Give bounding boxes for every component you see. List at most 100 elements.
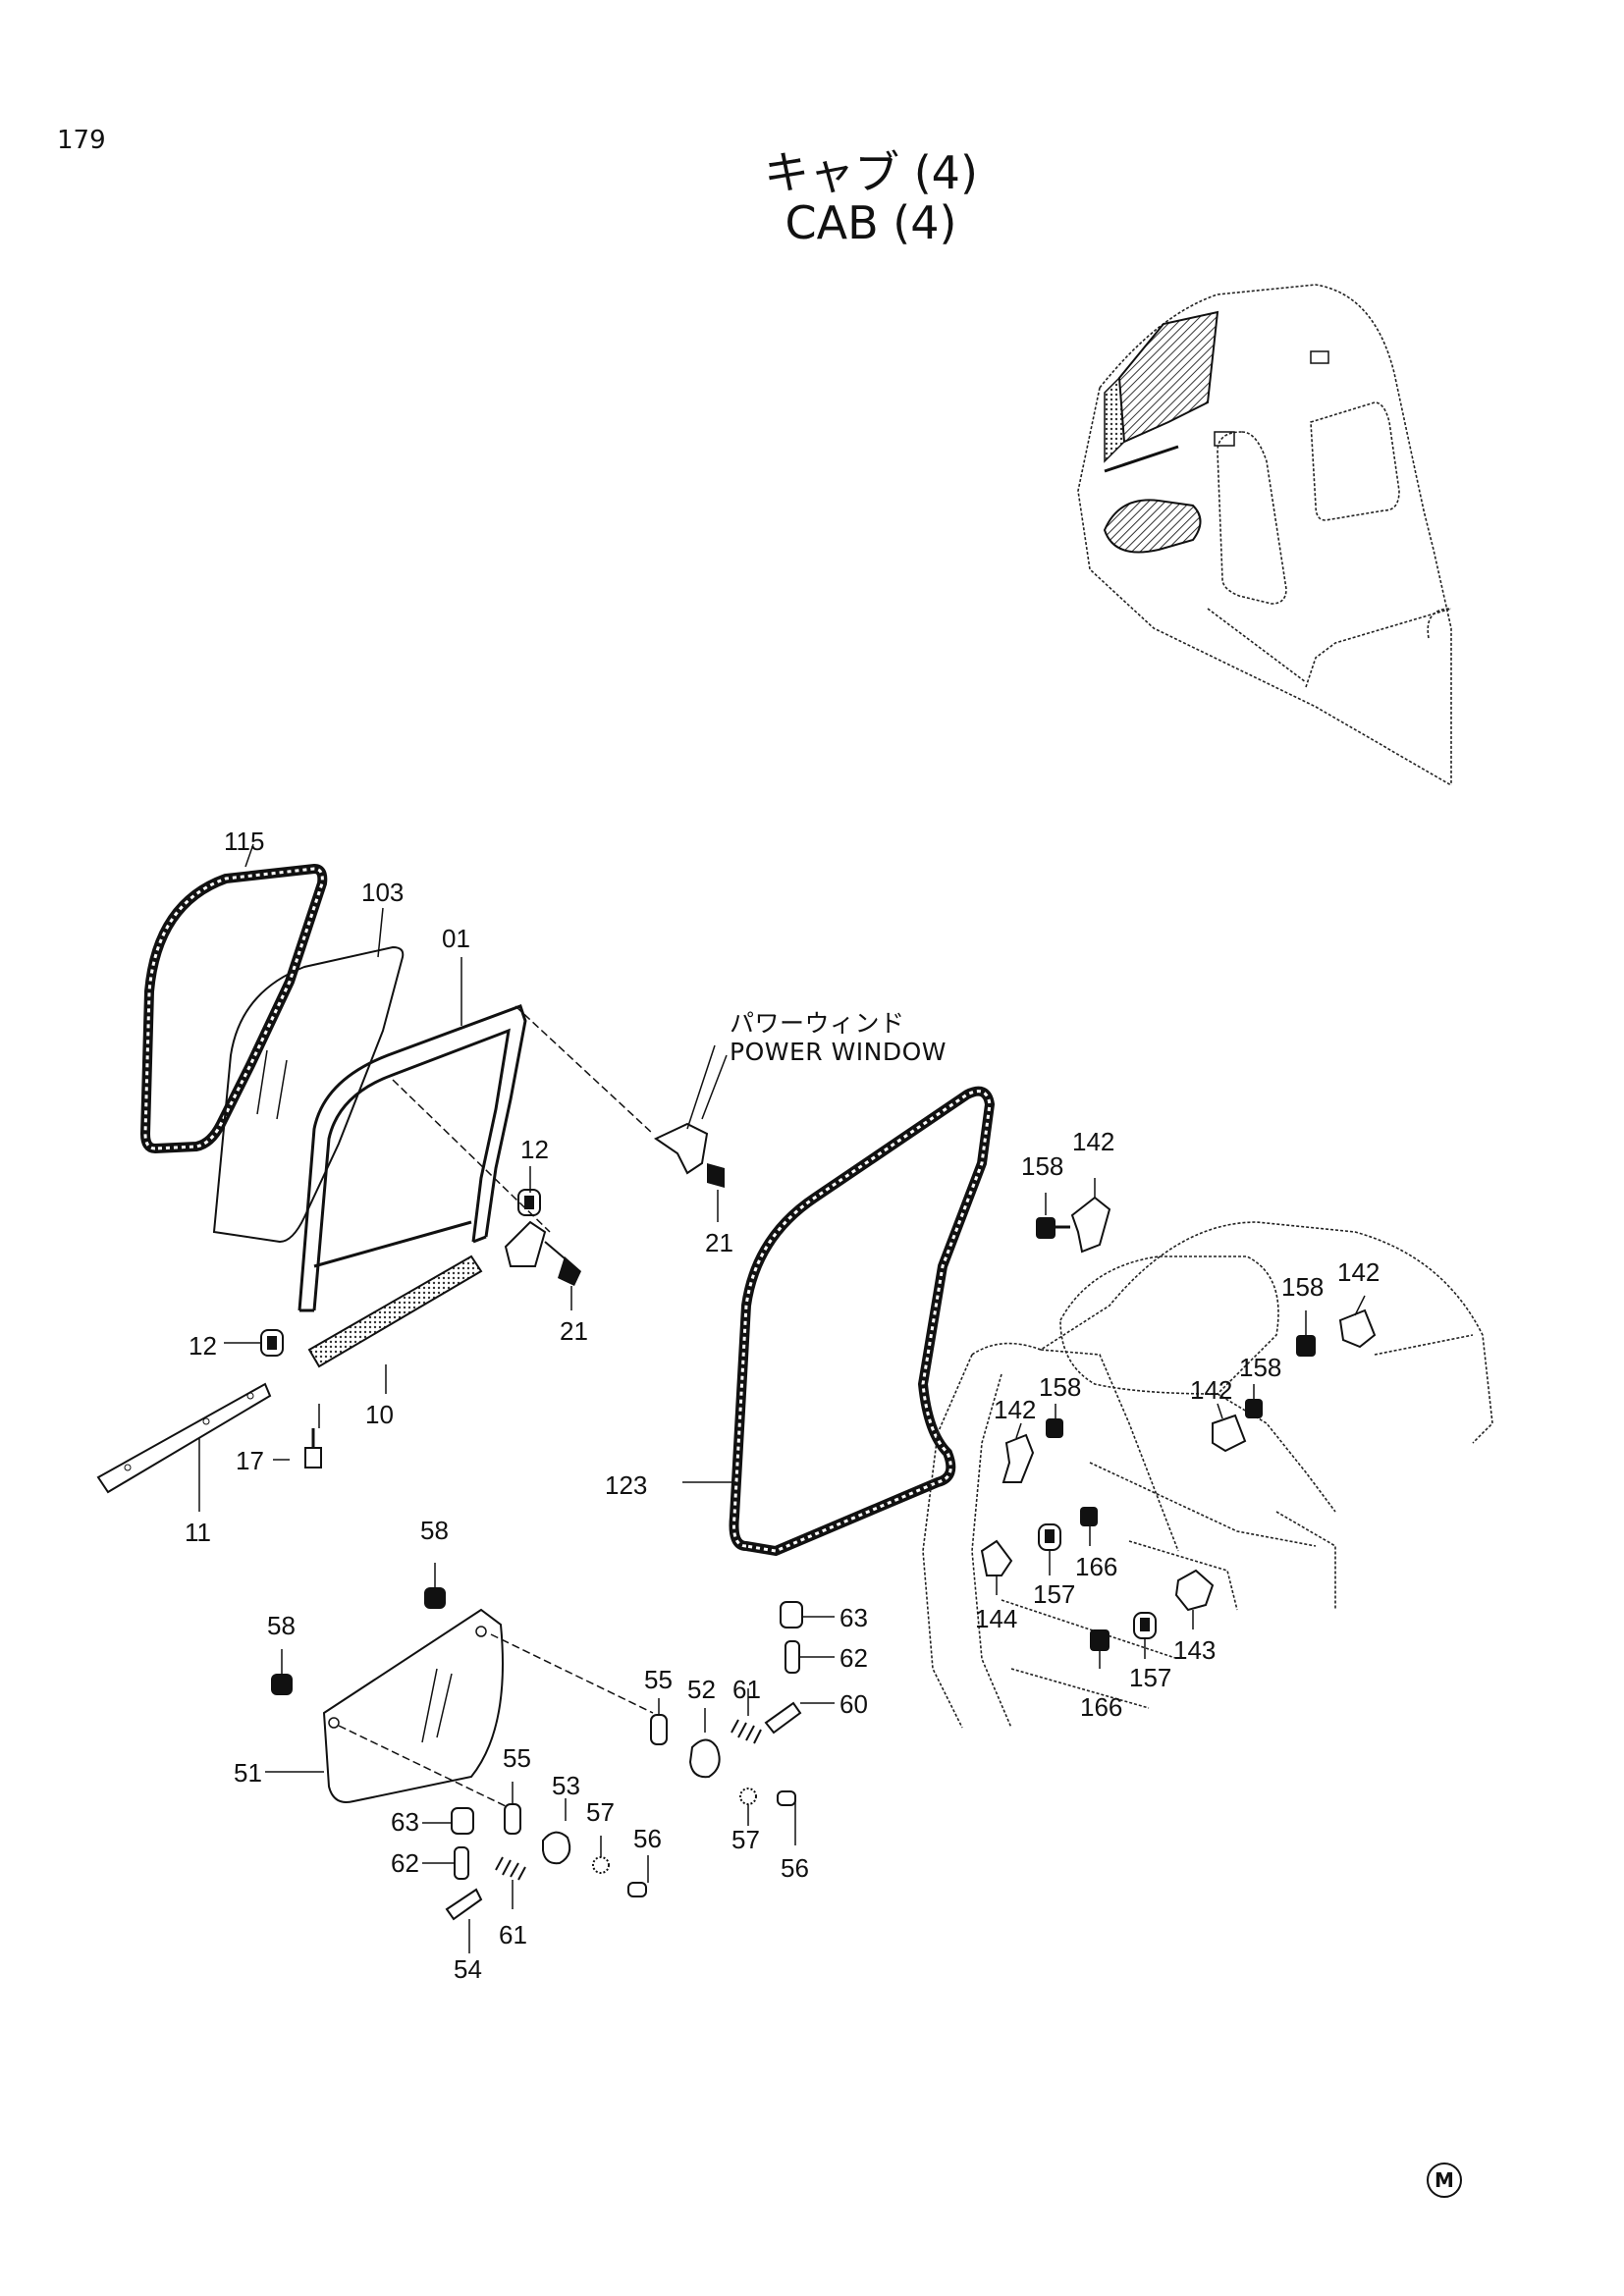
bracket-142-upper xyxy=(1070,1196,1111,1254)
callout-c157b: 157 xyxy=(1129,1663,1171,1692)
callout-c123: 123 xyxy=(605,1470,647,1500)
power-window-label-jp: パワーウィンド xyxy=(730,1009,905,1038)
callout-c166a: 166 xyxy=(1075,1552,1117,1581)
bolt-158-middle xyxy=(1245,1399,1263,1418)
callout-c57b: 57 xyxy=(586,1797,615,1827)
bush-157-right xyxy=(1133,1612,1157,1639)
power-window-label-en: POWER WINDOW xyxy=(730,1038,947,1066)
roller-12-upper xyxy=(517,1189,541,1216)
callout-c10: 10 xyxy=(365,1400,394,1429)
latch-plate-55-upper xyxy=(650,1698,668,1745)
lower-glass-51 xyxy=(322,1608,504,1803)
callout-c158c: 158 xyxy=(1239,1353,1281,1382)
callout-c158b: 158 xyxy=(1281,1272,1324,1302)
latch-plate-55-lower xyxy=(504,1782,521,1835)
callout-c158a: 158 xyxy=(1021,1151,1063,1181)
title-japanese: キャブ (4) xyxy=(764,146,978,199)
handle-60 xyxy=(764,1701,835,1735)
callout-c53: 53 xyxy=(552,1771,580,1800)
screw-56-lower xyxy=(627,1855,649,1897)
callout-c103: 103 xyxy=(361,878,404,907)
callout-c21b: 21 xyxy=(560,1316,588,1346)
bolt-21-lower xyxy=(544,1241,581,1286)
callout-c12a: 12 xyxy=(520,1135,549,1164)
cap-63-upper xyxy=(780,1601,835,1629)
washer-57-lower xyxy=(592,1836,610,1874)
latch-53 xyxy=(542,1798,571,1865)
callout-c61b: 61 xyxy=(499,1920,527,1949)
rubber-144 xyxy=(980,1539,1013,1576)
callout-c158d: 158 xyxy=(1039,1372,1081,1402)
roller-12-lower xyxy=(260,1329,284,1357)
callout-c56a: 56 xyxy=(781,1853,809,1883)
bolt-17 xyxy=(304,1428,322,1468)
callout-c01: 01 xyxy=(442,924,470,953)
latch-52 xyxy=(688,1708,721,1779)
callout-c142c: 142 xyxy=(1190,1375,1232,1405)
bracket-142-right xyxy=(1338,1308,1377,1349)
grommet-58-left xyxy=(271,1649,293,1695)
leader-lines-right xyxy=(996,1178,1366,1669)
bracket-142-left xyxy=(1001,1433,1035,1483)
spring-61-lower xyxy=(495,1856,526,1909)
bolt-166-lower xyxy=(1090,1629,1110,1651)
callout-c144: 144 xyxy=(975,1604,1017,1633)
callout-c142d: 142 xyxy=(994,1395,1036,1424)
window-rail-10 xyxy=(307,1255,483,1368)
callout-c142a: 142 xyxy=(1072,1127,1114,1156)
power-window-leader xyxy=(701,1054,728,1120)
pin-62-lower xyxy=(422,1846,469,1880)
window-frame-01 xyxy=(298,1004,527,1312)
callout-c56b: 56 xyxy=(633,1824,662,1853)
callout-c62a: 62 xyxy=(839,1643,868,1673)
bolt-21-upper xyxy=(707,1163,725,1188)
page-number: 179 xyxy=(57,126,106,155)
callout-c143: 143 xyxy=(1173,1635,1216,1665)
callout-c60: 60 xyxy=(839,1689,868,1719)
bolt-158-upper xyxy=(1036,1217,1070,1239)
door-seal-123 xyxy=(729,1086,996,1557)
cab-overview-illustration xyxy=(1077,284,1452,786)
bolt-158-right xyxy=(1296,1335,1316,1357)
spring-61-upper xyxy=(731,1688,762,1744)
handle-54 xyxy=(445,1888,483,1953)
bush-157-left xyxy=(1038,1523,1061,1551)
callout-c58a: 58 xyxy=(420,1516,449,1545)
callout-c21a: 21 xyxy=(705,1228,733,1257)
maker-mark: M xyxy=(1427,2163,1462,2198)
window-glass-103 xyxy=(212,945,405,1244)
callout-c51: 51 xyxy=(234,1758,262,1788)
callout-c63a: 63 xyxy=(839,1603,868,1632)
callout-c57a: 57 xyxy=(731,1825,760,1854)
bracket-power-window-lower xyxy=(504,1220,547,1267)
callout-c58b: 58 xyxy=(267,1611,296,1640)
cap-63-lower xyxy=(422,1807,474,1835)
callout-c55b: 55 xyxy=(644,1665,673,1694)
washer-57-upper xyxy=(739,1788,757,1826)
grommet-58-upper xyxy=(424,1563,446,1609)
cab-door-window-hatched xyxy=(1103,310,1329,554)
bolt-166-upper xyxy=(1080,1507,1098,1526)
bolt-158-left xyxy=(1046,1418,1063,1438)
callout-c52: 52 xyxy=(687,1675,716,1704)
pin-62-upper xyxy=(785,1640,835,1674)
callout-c63b: 63 xyxy=(391,1807,419,1837)
callout-c62b: 62 xyxy=(391,1848,419,1878)
window-rail-11 xyxy=(96,1382,272,1494)
leader-lines-left xyxy=(198,843,719,1512)
callout-c55a: 55 xyxy=(503,1743,531,1773)
callout-c157a: 157 xyxy=(1033,1579,1075,1609)
bracket-142-middle xyxy=(1212,1414,1247,1453)
callout-c17: 17 xyxy=(236,1446,264,1475)
bracket-power-window-upper xyxy=(653,1122,709,1175)
callout-c61a: 61 xyxy=(732,1675,761,1704)
rubber-143 xyxy=(1174,1569,1215,1612)
cab-body-illustration xyxy=(922,1221,1493,1729)
callout-c142b: 142 xyxy=(1337,1257,1380,1287)
callout-c11: 11 xyxy=(185,1518,211,1547)
callout-c54: 54 xyxy=(454,1954,482,1984)
window-seal-115 xyxy=(139,863,328,1154)
